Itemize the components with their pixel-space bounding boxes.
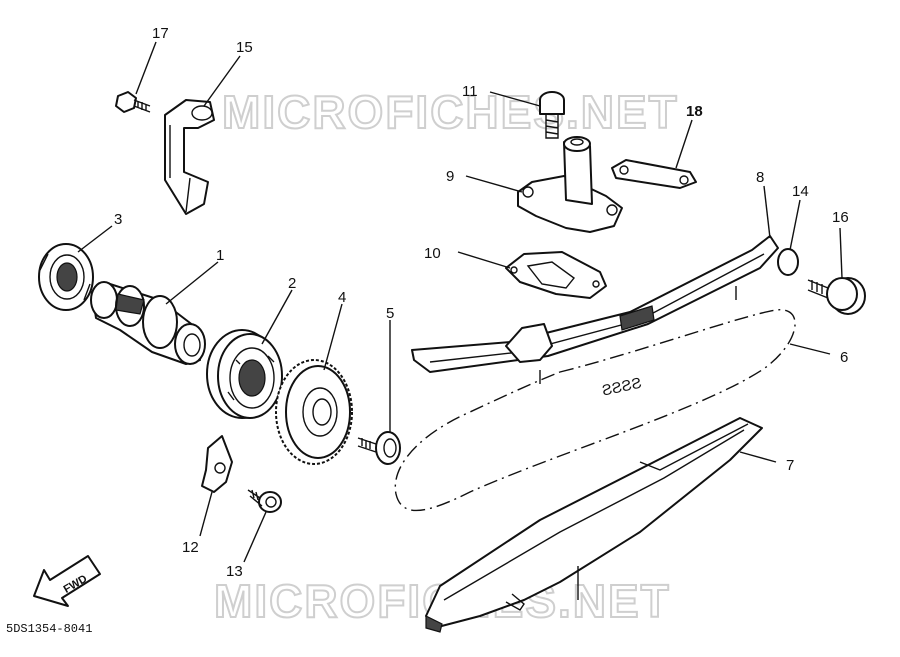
callout-16: 16 [832, 209, 849, 226]
part-12-lock-washer[interactable] [201, 435, 233, 493]
part-16-pin[interactable] [807, 277, 866, 315]
part-7-chain-guide[interactable] [425, 417, 763, 633]
part-18-plate[interactable] [611, 159, 697, 189]
part-9-tensioner[interactable] [517, 136, 623, 233]
chain-marking: ƧƧƧƧ [601, 375, 644, 400]
part-14-o-ring[interactable] [777, 248, 799, 276]
callout-10: 10 [424, 245, 441, 262]
callout-3: 3 [114, 211, 122, 228]
callout-4: 4 [338, 289, 346, 306]
callout-5: 5 [386, 305, 394, 322]
part-11-bolt[interactable] [539, 91, 565, 139]
part-4-sprocket[interactable] [275, 359, 353, 465]
callout-15: 15 [236, 39, 253, 56]
part-17-bolt[interactable] [115, 91, 151, 113]
part-1-camshaft[interactable] [90, 281, 206, 365]
part-3-bearing[interactable] [38, 243, 94, 311]
part-15-bracket[interactable] [164, 99, 215, 215]
callout-13: 13 [226, 563, 243, 580]
callout-8: 8 [756, 169, 764, 186]
callouts: 17 15 3 1 2 4 5 12 13 11 18 9 10 8 14 16… [114, 25, 849, 580]
callout-12: 12 [182, 539, 199, 556]
callout-17: 17 [152, 25, 169, 42]
part-13-bolt[interactable] [247, 489, 282, 513]
callout-2: 2 [288, 275, 296, 292]
callout-18: 18 [686, 103, 703, 120]
callout-14: 14 [792, 183, 809, 200]
part-8-chain-guide[interactable] [411, 235, 779, 384]
fwd-arrow-icon: FWD [33, 555, 101, 607]
part-2-bearing[interactable] [206, 329, 283, 419]
callout-1: 1 [216, 247, 224, 264]
callout-7: 7 [786, 457, 794, 474]
callout-11: 11 [462, 83, 478, 100]
part-5-bolt[interactable] [357, 431, 401, 465]
callout-6: 6 [840, 349, 848, 366]
part-10-gasket[interactable] [505, 251, 607, 299]
callout-9: 9 [446, 168, 454, 185]
drawing-number: 5DS1354-8041 [6, 622, 92, 636]
watermark-top: MICROFICHES.NET [222, 86, 679, 138]
leader-lines [77, 41, 843, 600]
